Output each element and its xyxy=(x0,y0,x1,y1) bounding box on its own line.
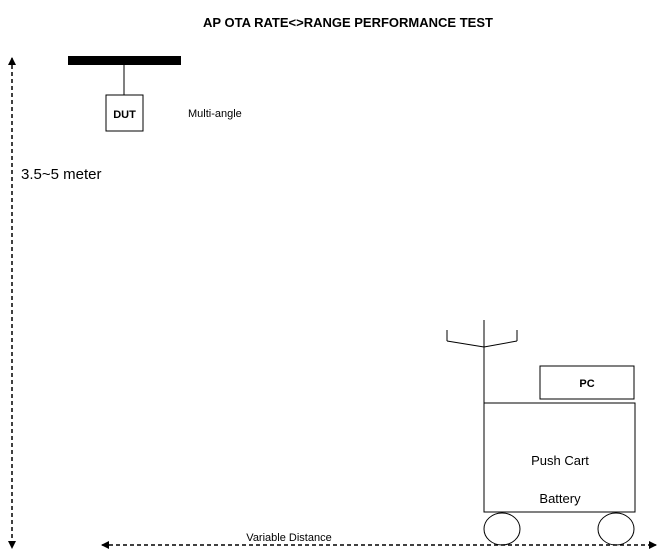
cart-wheel-left xyxy=(483,512,521,546)
battery-label: Battery xyxy=(539,491,581,506)
diagram-title: AP OTA RATE<>RANGE PERFORMANCE TEST xyxy=(203,15,493,30)
antenna-left-arm xyxy=(446,340,485,348)
cart-wheel-right xyxy=(597,512,635,546)
ceiling-mount-bar xyxy=(68,56,181,65)
pc-label: PC xyxy=(579,378,594,390)
multi-angle-note: Multi-angle xyxy=(188,108,242,120)
antenna-right-arm xyxy=(483,340,518,348)
height-label: 3.5~5 meter xyxy=(21,166,101,183)
dut-label: DUT xyxy=(113,109,136,121)
push-cart-label: Push Cart xyxy=(531,453,589,468)
pc-box xyxy=(539,365,635,400)
distance-label: Variable Distance xyxy=(246,532,331,544)
dut-box xyxy=(105,94,144,132)
push-cart-body xyxy=(483,402,636,513)
